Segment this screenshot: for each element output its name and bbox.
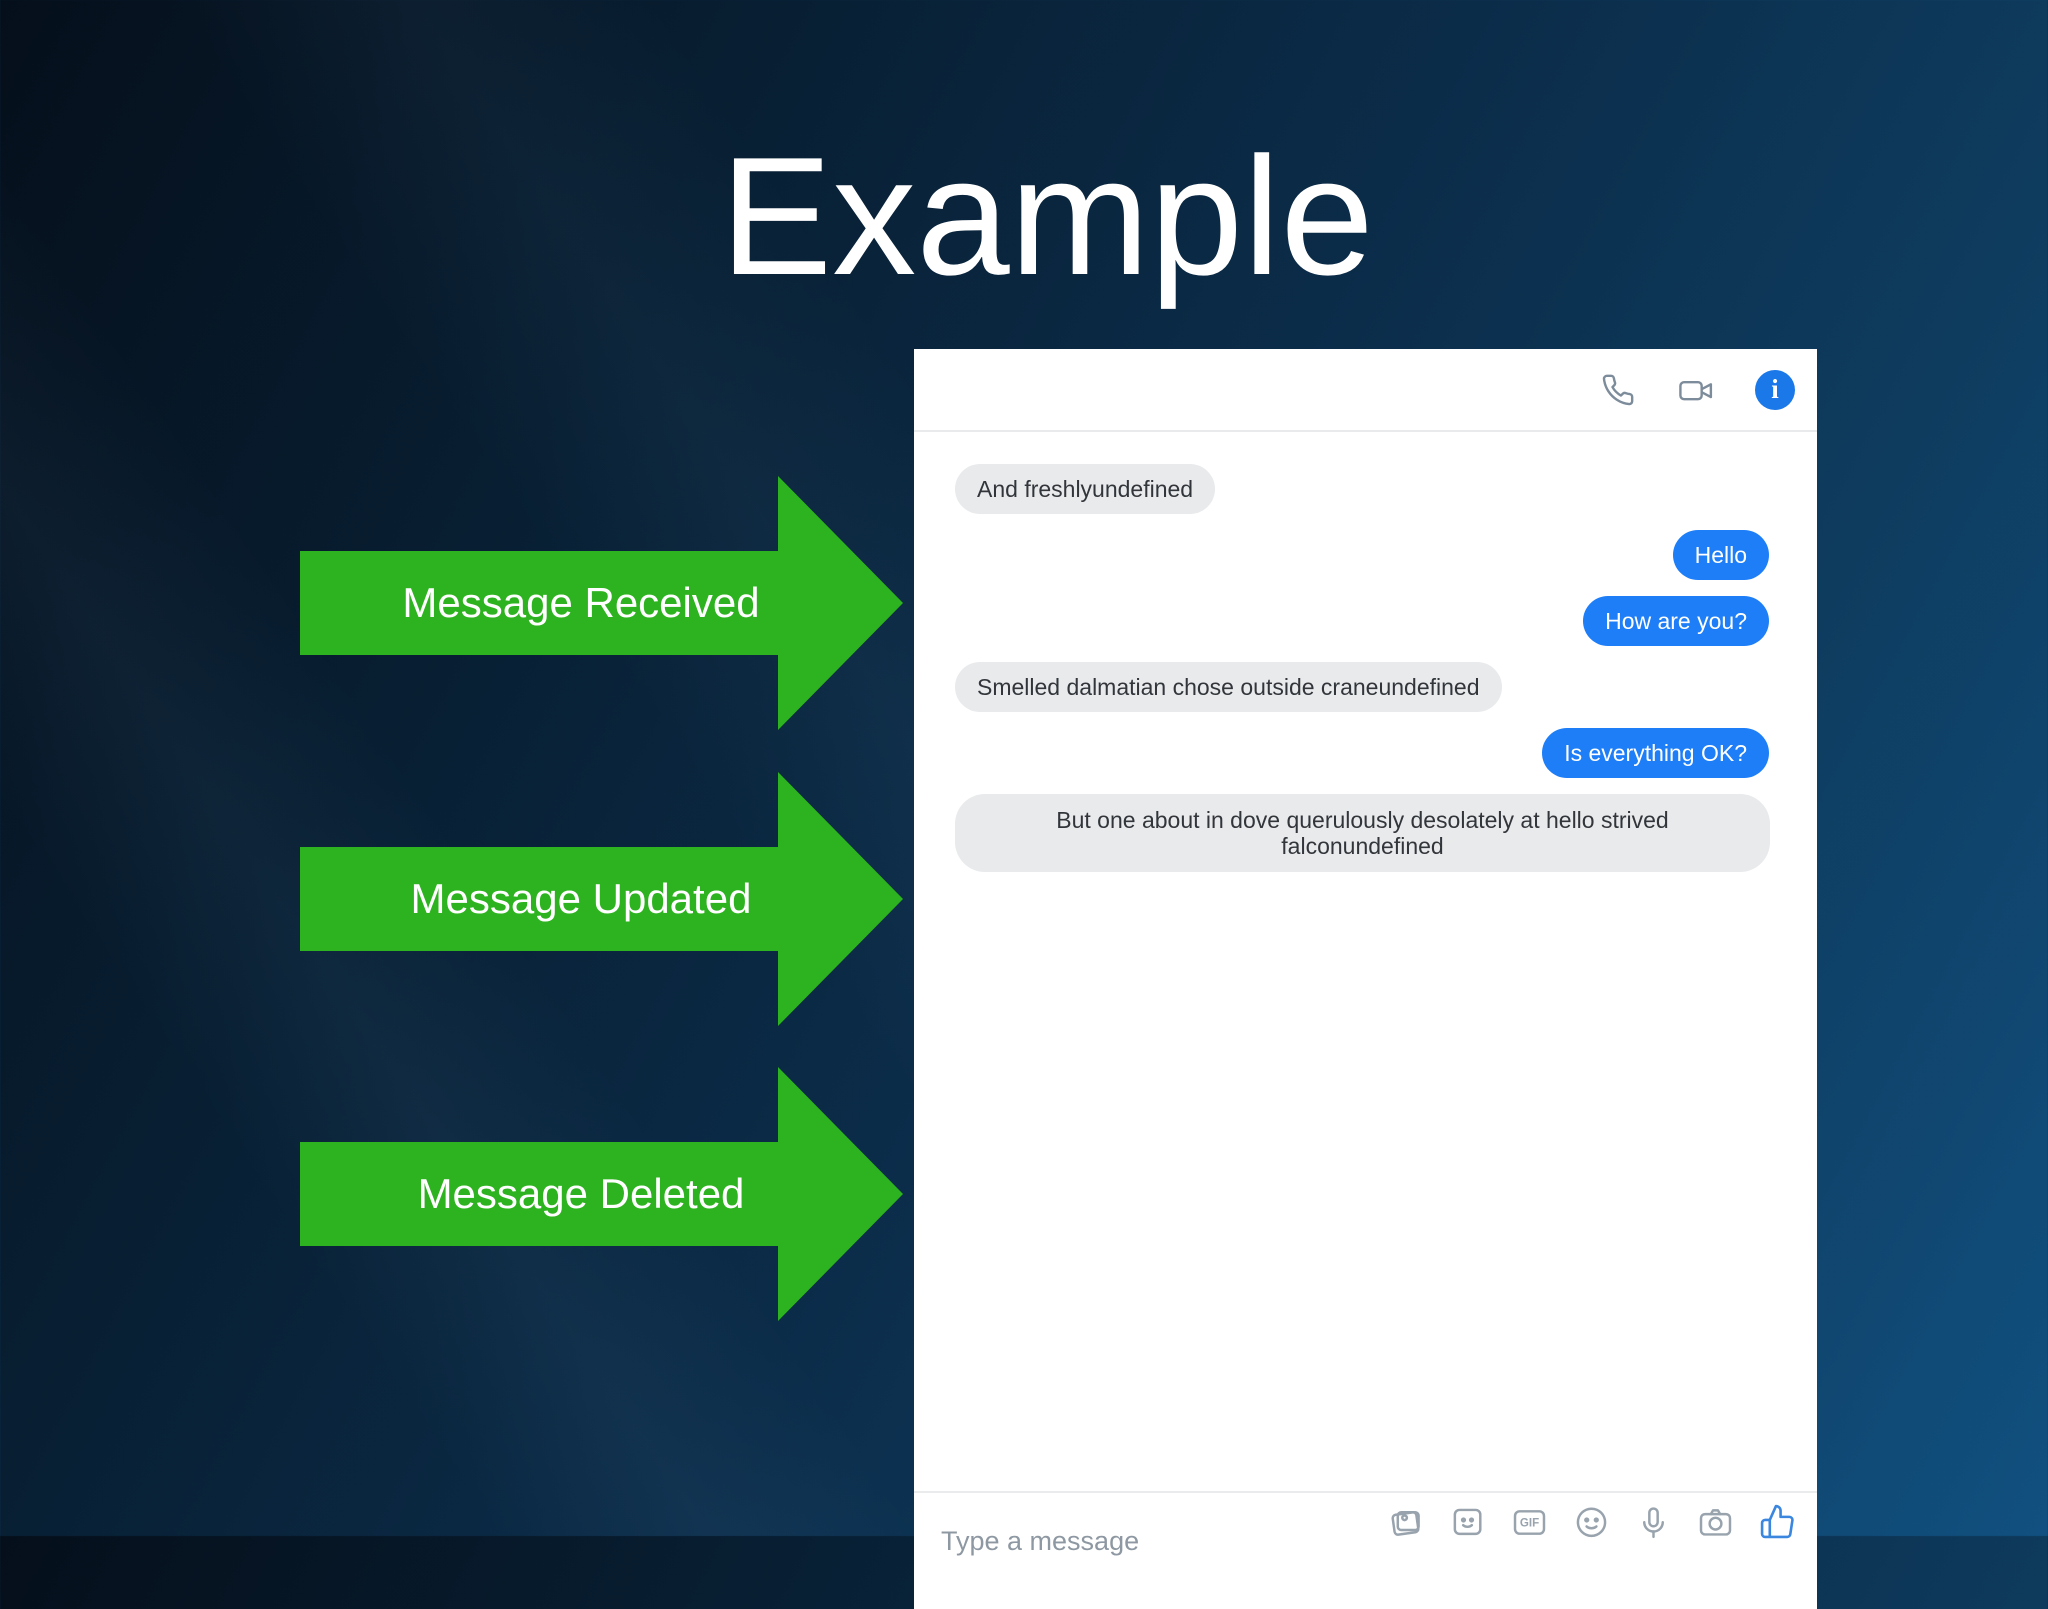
composer-divider — [914, 1491, 1817, 1493]
arrow-label: Message Updated — [410, 875, 752, 922]
chat-bubble-outgoing: Hello — [1672, 530, 1769, 580]
emoji-button[interactable] — [1573, 1503, 1610, 1540]
camera-button[interactable] — [1697, 1503, 1734, 1540]
message-list: And freshlyundefined Hello How are you? … — [914, 432, 1817, 872]
composer: Type a message G — [914, 1493, 1817, 1609]
arrow-message-deleted: Message Deleted — [300, 1067, 903, 1321]
composer-toolbar: GIF — [1387, 1503, 1796, 1540]
info-button[interactable]: i — [1755, 369, 1795, 410]
arrow-body — [300, 847, 778, 951]
arrow-head-icon — [778, 772, 903, 1026]
arrow-message-received: Message Received — [300, 476, 903, 730]
slide-title: Example — [720, 122, 1374, 310]
gif-label: GIF — [1520, 1518, 1539, 1530]
video-camera-icon — [1679, 380, 1713, 400]
arrow-head-icon — [778, 476, 903, 730]
microphone-icon — [1643, 1507, 1664, 1539]
chat-bubble-incoming: But one about in dove querulously desola… — [955, 794, 1770, 872]
chat-bubble-incoming: Smelled dalmatian chose outside craneund… — [955, 662, 1502, 712]
camera-icon — [1699, 1509, 1732, 1536]
photos-icon — [1391, 1511, 1420, 1536]
chat-bubble-outgoing: How are you? — [1583, 596, 1769, 646]
arrow-body — [300, 551, 778, 655]
video-call-button[interactable] — [1677, 371, 1715, 409]
gif-icon: GIF — [1513, 1510, 1546, 1535]
microphone-button[interactable] — [1635, 1503, 1672, 1540]
chat-panel: i And freshlyundefined Hello How are you… — [914, 349, 1817, 1609]
photos-button[interactable] — [1387, 1503, 1424, 1540]
arrow-label: Message Received — [402, 579, 760, 626]
arrow-body — [300, 1142, 778, 1246]
arrow-head-icon — [778, 1067, 903, 1321]
chat-bubble-outgoing: Is everything OK? — [1542, 728, 1769, 778]
chat-header: i — [914, 349, 1817, 432]
arrow-message-updated: Message Updated — [300, 772, 903, 1026]
arrow-label: Message Deleted — [417, 1170, 745, 1217]
chat-bubble-incoming: And freshlyundefined — [955, 464, 1216, 514]
phone-call-button[interactable] — [1599, 371, 1637, 409]
sticker-icon — [1453, 1508, 1482, 1536]
thumbs-up-button[interactable] — [1759, 1503, 1796, 1540]
slide: { "slide": { "title": "Example" }, "arro… — [0, 0, 2048, 1556]
info-icon: i — [1771, 374, 1779, 404]
thumbs-up-icon — [1760, 1504, 1794, 1539]
emoji-icon — [1576, 1507, 1607, 1538]
sticker-button[interactable] — [1449, 1503, 1486, 1540]
message-input[interactable]: Type a message — [941, 1526, 1140, 1556]
gif-button[interactable]: GIF — [1511, 1503, 1548, 1540]
phone-icon — [1602, 374, 1634, 405]
